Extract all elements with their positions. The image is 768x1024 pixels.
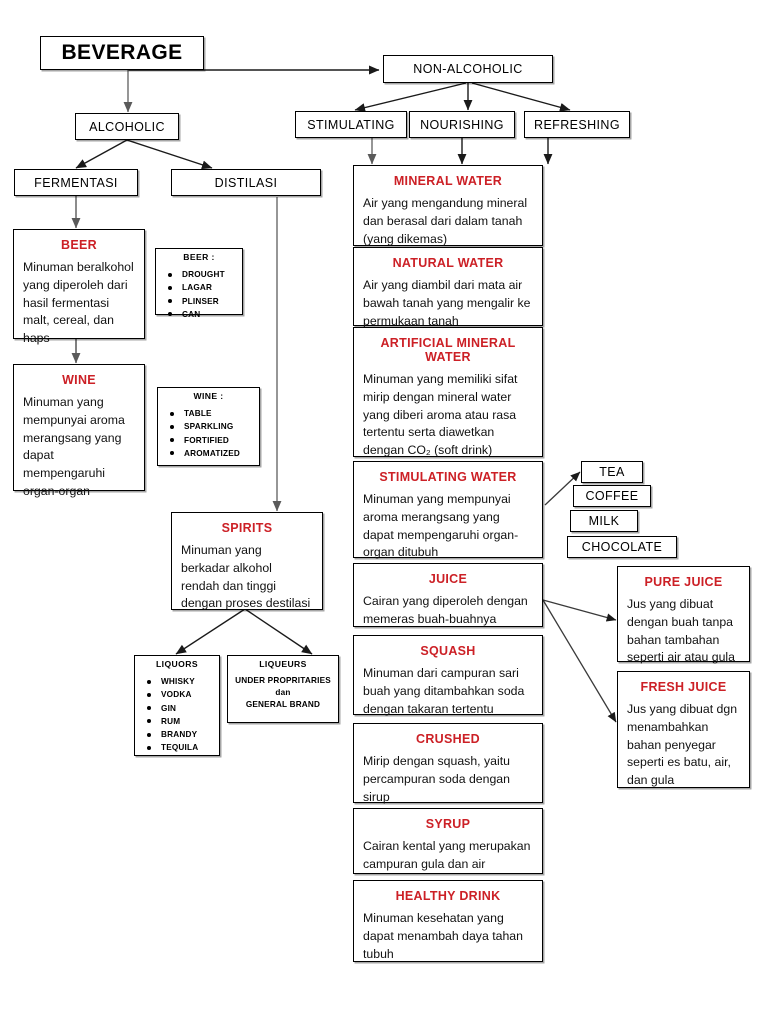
node-chocolate[interactable]: CHOCOLATE bbox=[567, 536, 677, 558]
card-squash-title: SQUASH bbox=[420, 644, 476, 658]
card-natural-water[interactable]: NATURAL WATER Air yang diambil dari mata… bbox=[353, 247, 543, 328]
node-alcoholic[interactable]: ALCOHOLIC bbox=[75, 113, 179, 140]
card-pure-juice[interactable]: PURE JUICE Jus yang dibuat dengan buah t… bbox=[617, 566, 750, 664]
card-fresh-juice[interactable]: FRESH JUICE Jus yang dibuat dgn menambah… bbox=[617, 671, 750, 788]
node-milk-label: MILK bbox=[588, 514, 620, 528]
card-squash-body: Minuman dari campuran sari buah yang dit… bbox=[363, 666, 525, 716]
card-artificial-mineral-water[interactable]: ARTIFICIAL MINERAL WATER Minuman yang me… bbox=[353, 327, 543, 457]
card-crushed-body: Mirip dengan squash, yaitu percampuran s… bbox=[363, 754, 510, 804]
card-spirits[interactable]: SPIRITS Minuman yang berkadar alkohol re… bbox=[171, 512, 323, 610]
list-item: WHISKY bbox=[147, 675, 219, 688]
node-chocolate-label: CHOCOLATE bbox=[581, 540, 663, 554]
list-beer-title: BEER : bbox=[183, 252, 215, 262]
card-juice[interactable]: JUICE Cairan yang diperoleh dengan memer… bbox=[353, 563, 543, 627]
box-liqueurs-title: LIQUEURS bbox=[259, 659, 307, 669]
node-non-alcoholic-label: NON-ALCOHOLIC bbox=[413, 62, 523, 76]
card-artificial-mineral-water-title: ARTIFICIAL MINERAL WATER bbox=[380, 336, 516, 364]
list-item: FORTIFIED bbox=[170, 434, 259, 447]
node-non-alcoholic[interactable]: NON-ALCOHOLIC bbox=[383, 55, 553, 83]
card-healthy-drink-title: HEALTHY DRINK bbox=[395, 889, 501, 903]
card-crushed-title: CRUSHED bbox=[416, 732, 480, 746]
node-stimulating-label: STIMULATING bbox=[307, 117, 395, 132]
list-beer-items: DROUGHT LAGAR PLINSER CAN bbox=[156, 268, 242, 321]
card-healthy-drink[interactable]: HEALTHY DRINK Minuman kesehatan yang dap… bbox=[353, 880, 543, 962]
card-syrup-title: SYRUP bbox=[425, 817, 471, 831]
card-stimulating-water[interactable]: STIMULATING WATER Minuman yang mempunyai… bbox=[353, 461, 543, 559]
card-beer-body: Minuman beralkohol yang diperoleh dari h… bbox=[23, 260, 134, 346]
node-coffee[interactable]: COFFEE bbox=[573, 485, 651, 507]
node-tea[interactable]: TEA bbox=[581, 461, 643, 483]
card-pure-juice-title: PURE JUICE bbox=[644, 575, 723, 589]
node-distilasi-label: DISTILASI bbox=[214, 175, 278, 190]
list-liquors[interactable]: LIQUORS WHISKY VODKA GIN RUM BRANDY TEQU… bbox=[134, 655, 220, 756]
list-item: DROUGHT bbox=[168, 268, 242, 281]
node-alcoholic-label: ALCOHOLIC bbox=[89, 119, 165, 134]
node-stimulating[interactable]: STIMULATING bbox=[295, 111, 407, 138]
list-wine-varieties[interactable]: WINE : TABLE SPARKLING FORTIFIED AROMATI… bbox=[157, 387, 260, 466]
card-stimulating-water-body: Minuman yang mempunyai aroma merangsang … bbox=[363, 492, 519, 560]
node-fermentasi-label: FERMENTASI bbox=[34, 175, 118, 190]
list-item: TEQUILA bbox=[147, 741, 219, 754]
card-wine[interactable]: WINE Minuman yang mempunyai aroma merang… bbox=[13, 364, 145, 498]
list-item: TABLE bbox=[170, 407, 259, 420]
card-natural-water-title: NATURAL WATER bbox=[392, 256, 504, 270]
list-beer-varieties[interactable]: BEER : DROUGHT LAGAR PLINSER CAN bbox=[155, 248, 243, 319]
card-mineral-water-body: Air yang mengandung mineral dan berasal … bbox=[363, 196, 528, 246]
box-liqueurs-line2: dan bbox=[275, 687, 291, 697]
card-juice-title: JUICE bbox=[428, 572, 468, 586]
box-liqueurs-line3: GENERAL BRAND bbox=[245, 699, 321, 709]
node-beverage[interactable]: BEVERAGE bbox=[40, 36, 204, 70]
card-mineral-water[interactable]: MINERAL WATER Air yang mengandung minera… bbox=[353, 165, 543, 246]
box-liqueurs[interactable]: LIQUEURS UNDER PROPRITARIES dan GENERAL … bbox=[227, 655, 339, 723]
list-wine-items: TABLE SPARKLING FORTIFIED AROMATIZED bbox=[158, 407, 259, 460]
list-liquors-title: LIQUORS bbox=[156, 659, 198, 669]
card-juice-body: Cairan yang diperoleh dengan memeras bua… bbox=[363, 594, 528, 626]
card-syrup-body: Cairan kental yang merupakan campuran gu… bbox=[363, 839, 531, 871]
card-pure-juice-body: Jus yang dibuat dengan buah tanpa bahan … bbox=[627, 597, 736, 665]
list-liquors-items: WHISKY VODKA GIN RUM BRANDY TEQUILA bbox=[135, 675, 219, 755]
card-stimulating-water-title: STIMULATING WATER bbox=[379, 470, 517, 484]
node-fermentasi[interactable]: FERMENTASI bbox=[14, 169, 138, 196]
node-milk[interactable]: MILK bbox=[570, 510, 638, 532]
box-liqueurs-line1: UNDER PROPRITARIES bbox=[235, 676, 331, 685]
list-item: RUM bbox=[147, 715, 219, 728]
list-item: SPARKLING bbox=[170, 420, 259, 433]
card-syrup[interactable]: SYRUP Cairan kental yang merupakan campu… bbox=[353, 808, 543, 874]
card-wine-body: Minuman yang mempunyai aroma merangsang … bbox=[23, 395, 125, 499]
list-item: BRANDY bbox=[147, 728, 219, 741]
list-wine-title: WINE : bbox=[193, 391, 224, 401]
card-natural-water-body: Air yang diambil dari mata air bawah tan… bbox=[363, 278, 531, 328]
node-nourishing-label: NOURISHING bbox=[420, 117, 504, 132]
card-beer-title: BEER bbox=[61, 238, 97, 252]
card-beer[interactable]: BEER Minuman beralkohol yang diperoleh d… bbox=[13, 229, 145, 345]
node-refreshing-label: REFRESHING bbox=[534, 117, 620, 132]
card-squash[interactable]: SQUASH Minuman dari campuran sari buah y… bbox=[353, 635, 543, 716]
card-healthy-drink-body: Minuman kesehatan yang dapat menambah da… bbox=[363, 911, 523, 961]
node-nourishing[interactable]: NOURISHING bbox=[409, 111, 515, 138]
list-item: VODKA bbox=[147, 688, 219, 701]
list-item: LAGAR bbox=[168, 281, 242, 294]
card-artificial-mineral-water-body: Minuman yang memiliki sifat mirip dengan… bbox=[363, 372, 518, 458]
card-spirits-title: SPIRITS bbox=[221, 521, 273, 535]
node-tea-label: TEA bbox=[599, 465, 625, 479]
node-beverage-label: BEVERAGE bbox=[61, 41, 183, 64]
card-fresh-juice-body: Jus yang dibuat dgn menambahkan bahan pe… bbox=[627, 702, 738, 788]
card-spirits-body: Minuman yang berkadar alkohol rendah dan… bbox=[181, 543, 311, 611]
card-crushed[interactable]: CRUSHED Mirip dengan squash, yaitu perca… bbox=[353, 723, 543, 804]
list-item: GIN bbox=[147, 702, 219, 715]
list-item: CAN bbox=[168, 308, 242, 321]
list-item: AROMATIZED bbox=[170, 447, 259, 460]
node-distilasi[interactable]: DISTILASI bbox=[171, 169, 321, 196]
node-refreshing[interactable]: REFRESHING bbox=[524, 111, 630, 138]
card-wine-title: WINE bbox=[62, 373, 96, 387]
card-mineral-water-title: MINERAL WATER bbox=[393, 174, 503, 188]
card-fresh-juice-title: FRESH JUICE bbox=[640, 680, 727, 694]
node-coffee-label: COFFEE bbox=[585, 489, 639, 503]
list-item: PLINSER bbox=[168, 295, 242, 308]
